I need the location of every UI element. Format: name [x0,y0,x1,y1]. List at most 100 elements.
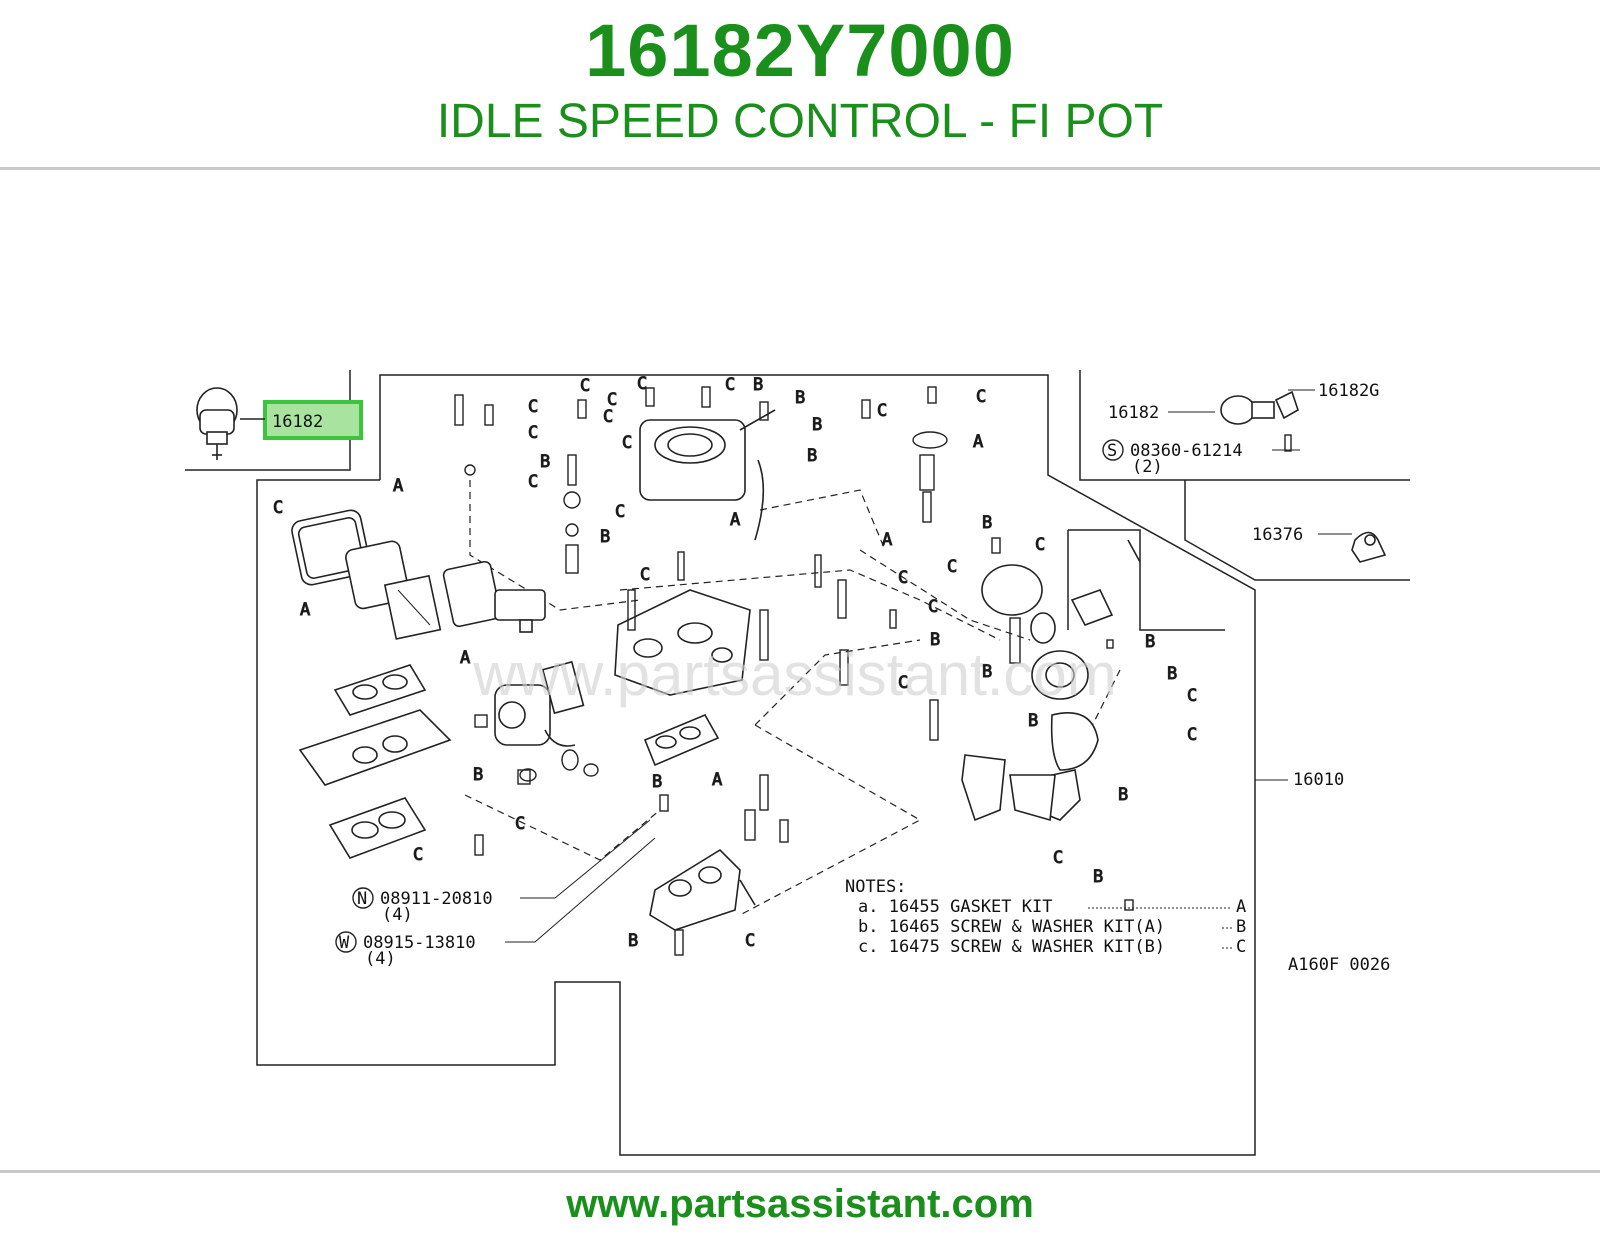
ref-16182: 16182 [1108,403,1159,423]
callout-a: A [393,476,403,496]
callout-a: A [973,432,983,452]
notes-heading: NOTES: [845,877,906,897]
float-chamber-bracket [494,589,546,633]
ref-08915-qty: (4) [365,949,396,969]
callout-c: C [976,387,986,407]
accelerator-pump [1070,539,1141,626]
ref-labels: 16182 16182G S 08360-61214 (2) 16376 160… [335,381,1390,975]
ref-16010: 16010 [1293,770,1344,790]
note-b-end: B [1236,917,1246,937]
callout-b: B [982,513,992,533]
callout-a: A [730,510,740,530]
diagram-frames [185,370,1410,1156]
ref-08360-qty: (2) [1132,457,1163,477]
fi-pot-actuator [196,387,238,460]
callout-c: C [528,397,538,417]
callout-b: B [807,446,817,466]
part-illustrations [196,387,1387,931]
callout-b: B [1028,711,1038,731]
carburetor-top-cover [639,409,776,541]
part-title: IDLE SPEED CONTROL - FI POT [436,95,1164,148]
callout-b: B [812,415,822,435]
callout-a: A [300,600,310,620]
callout-b: B [652,772,662,792]
highlight-box[interactable] [263,400,363,440]
small-fasteners [454,386,1292,956]
footer-url[interactable]: www.partsassistant.com [566,1182,1034,1226]
callout-b: B [600,527,610,547]
callout-c: C [637,374,647,394]
linkage-bracket [961,754,1056,822]
callout-c: C [580,376,590,396]
callout-c: C [877,401,887,421]
callout-b: B [1145,632,1155,652]
kit-letter-callouts: C C C C C B C C B C A C C B B B C C A A … [273,374,1198,952]
gaskets-left [291,509,502,640]
callout-c: C [898,568,908,588]
ref-08911: 08911-20810 [380,889,493,909]
callout-b: B [930,630,940,650]
callout-c: C [273,498,283,518]
callout-c: C [528,423,538,443]
callout-c: C [1187,686,1197,706]
ref-16182g: 16182G [1318,381,1379,401]
highlight-label-16182[interactable]: 16182 [272,412,323,432]
callout-b: B [982,662,992,682]
callout-b: B [473,765,483,785]
header-divider [0,167,1600,170]
callout-c: C [1187,725,1197,745]
watermark: www.partsassistant.com [472,641,1117,708]
footer-divider [0,1170,1600,1173]
ref-08915: 08915-13810 [363,933,476,953]
notes-block: NOTES: a. 16455 GASKET KIT b. 16465 SCRE… [845,877,1246,957]
part-number: 16182Y7000 [585,9,1015,92]
callout-c: C [607,390,617,410]
callout-b: B [1118,785,1128,805]
note-c-end: C [1236,937,1246,957]
callout-b: B [628,931,638,951]
note-b: b. 16465 SCREW & WASHER KIT(A) [858,917,1165,937]
note-a: a. 16455 GASKET KIT [858,897,1052,917]
throttle-housing-left [494,660,585,747]
ref-08360: 08360-61214 [1130,441,1243,461]
callout-c: C [1035,535,1045,555]
throttle-body-base [649,848,756,931]
callout-c: C [745,931,755,951]
header: 16182Y7000 IDLE SPEED CONTROL - FI POT [0,0,1600,170]
marker-w: W [339,933,350,953]
callout-c: C [615,502,625,522]
callout-c: C [603,407,613,427]
note-c: c. 16475 SCREW & WASHER KIT(B) [858,937,1165,957]
callout-c: C [515,814,525,834]
note-a-end: A [1236,897,1246,917]
marker-n: N [357,889,367,909]
ref-16376: 16376 [1252,525,1303,545]
callout-c: C [640,565,650,585]
callout-b: B [795,388,805,408]
callout-b: B [753,375,763,395]
callout-c: C [928,597,938,617]
callout-b: B [1167,664,1177,684]
ref-08911-qty: (4) [382,905,413,925]
mounting-gasket-center [643,713,720,767]
callout-a: A [712,770,722,790]
callout-c: C [622,433,632,453]
mounting-gaskets-left [298,664,452,859]
diagram-code: A160F 0026 [1288,955,1390,975]
diagram-svg: www.partsassistant.com 16182 16182 16182… [185,370,1410,1156]
bracket-16376 [1351,531,1387,563]
callout-b: B [1093,867,1103,887]
exploded-parts-diagram: www.partsassistant.com 16182 16182 16182… [0,170,1600,1170]
marker-s: S [1107,441,1117,461]
callout-c: C [413,845,423,865]
carburetor-main-body [614,589,751,696]
callout-a: A [882,530,892,550]
callout-c: C [1053,848,1063,868]
callout-a: A [460,648,470,668]
callout-c: C [898,673,908,693]
fi-pot-assembly-inset [1220,390,1299,425]
callout-b: B [540,452,550,472]
callout-c: C [947,557,957,577]
callout-c: C [725,375,735,395]
callout-c: C [528,472,538,492]
